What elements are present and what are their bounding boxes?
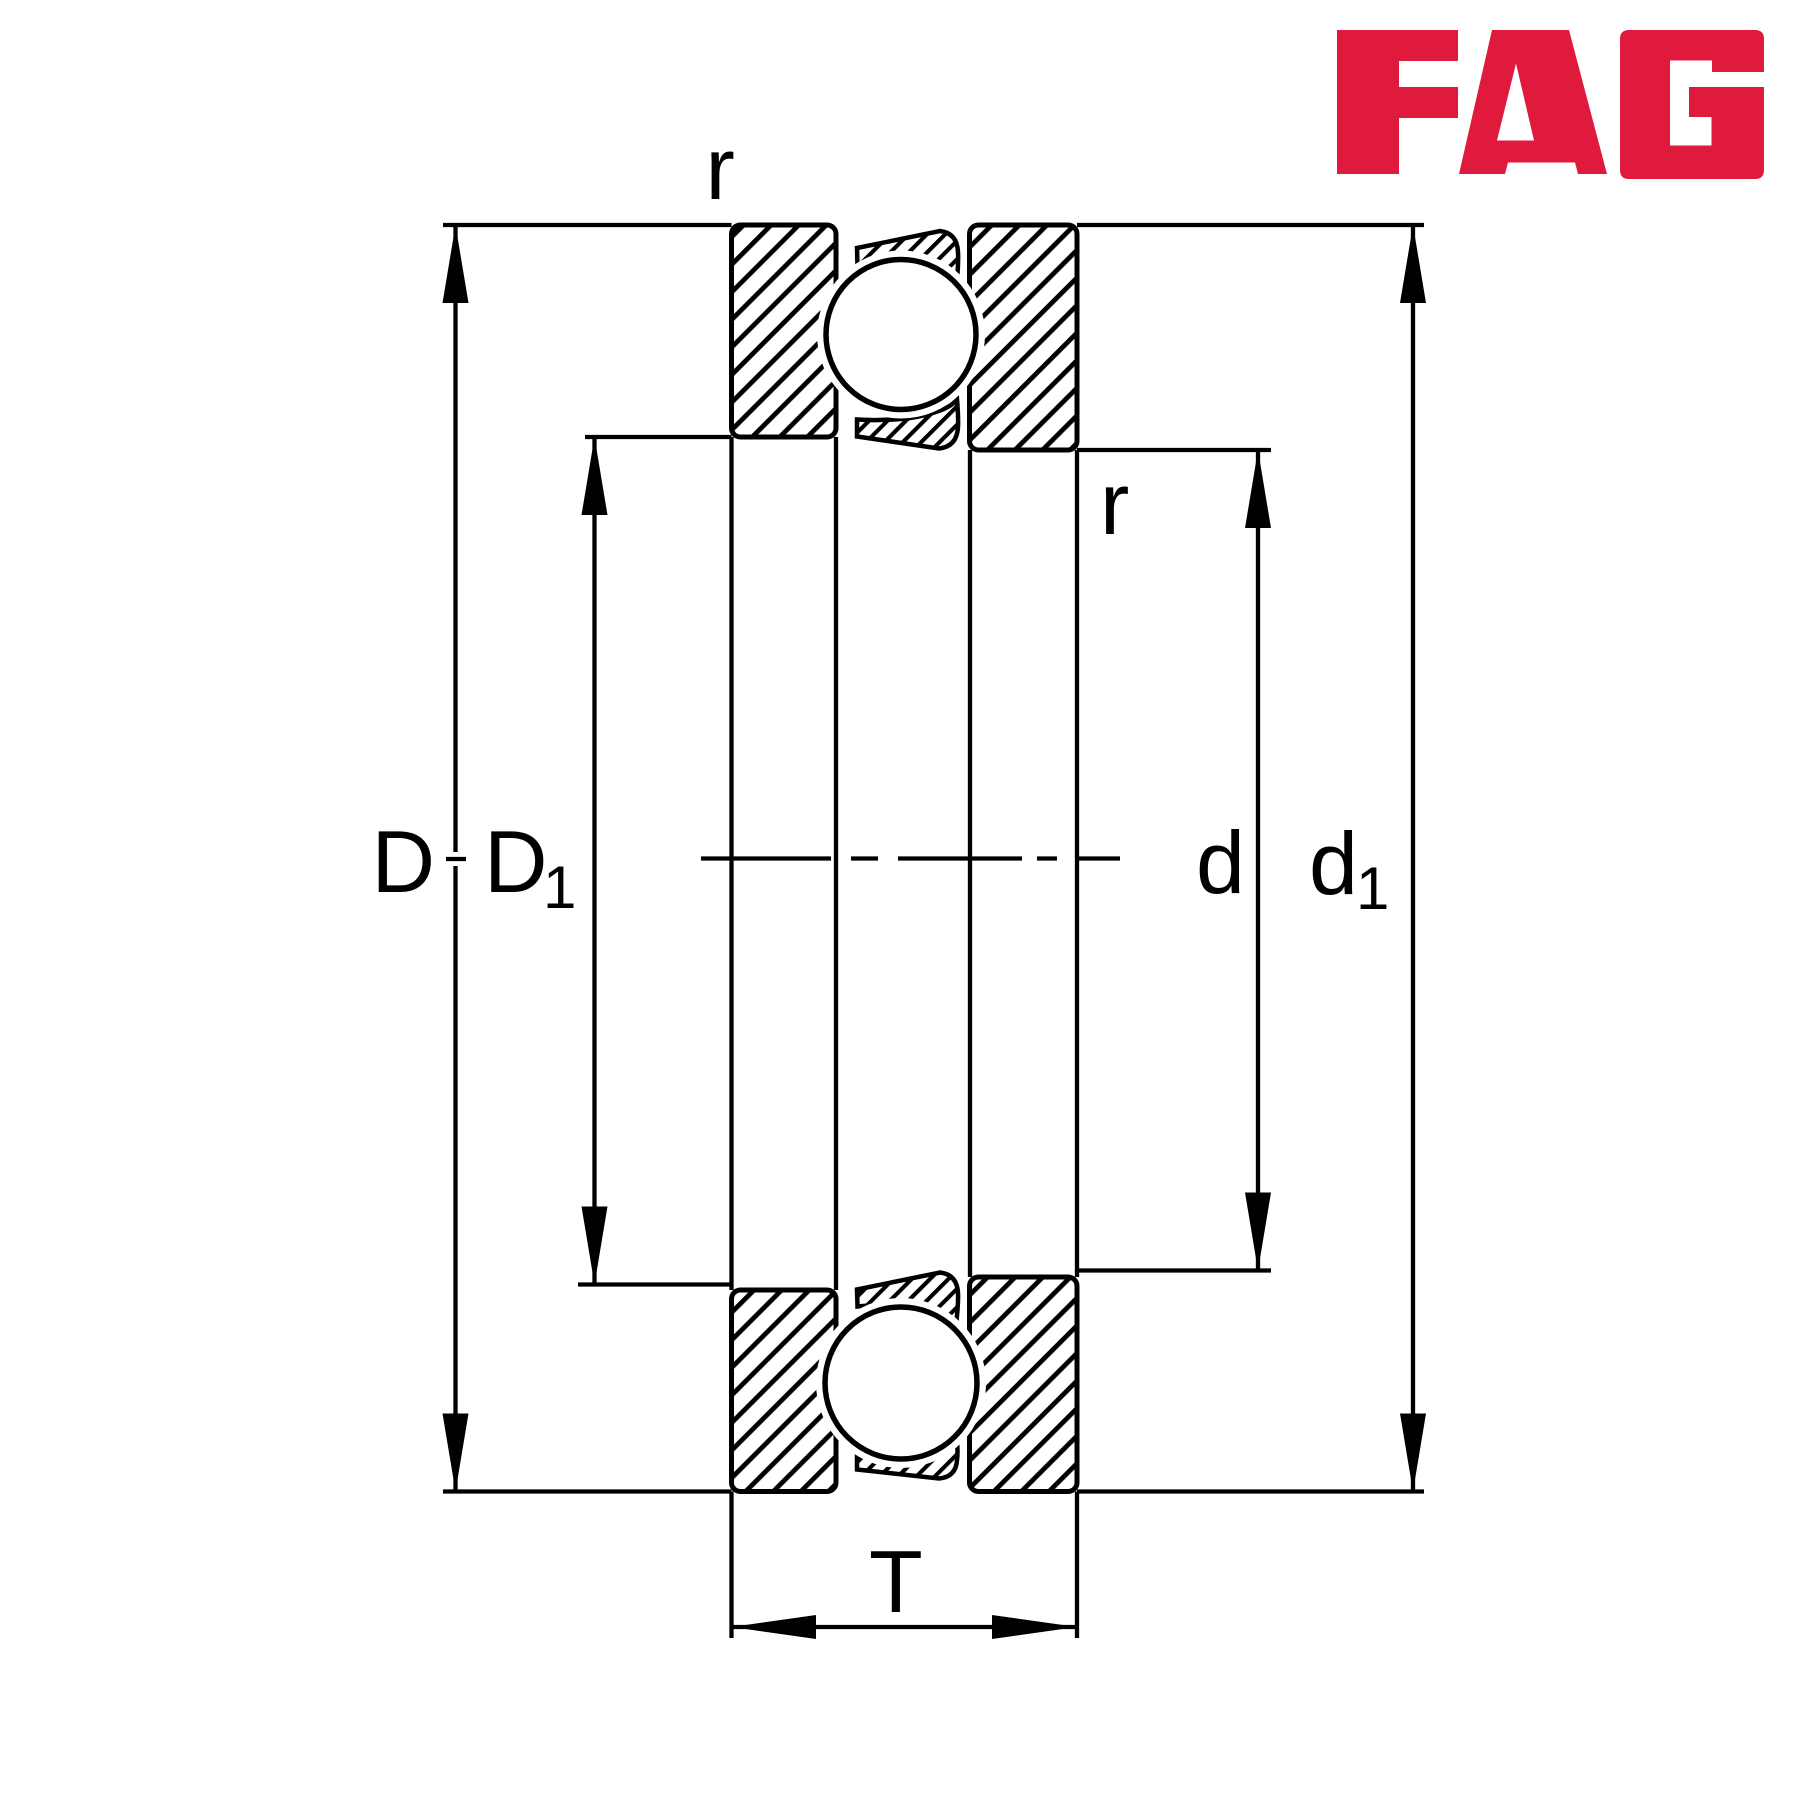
svg-text:r: r <box>706 119 735 218</box>
svg-text:d: d <box>1309 814 1358 913</box>
svg-text:1: 1 <box>543 854 576 921</box>
svg-text:d: d <box>1196 813 1245 912</box>
svg-text:D: D <box>484 812 548 911</box>
svg-text:1: 1 <box>1356 855 1389 922</box>
svg-text:T: T <box>869 1532 923 1631</box>
svg-text:r: r <box>1100 454 1129 553</box>
svg-text:D: D <box>372 812 436 911</box>
